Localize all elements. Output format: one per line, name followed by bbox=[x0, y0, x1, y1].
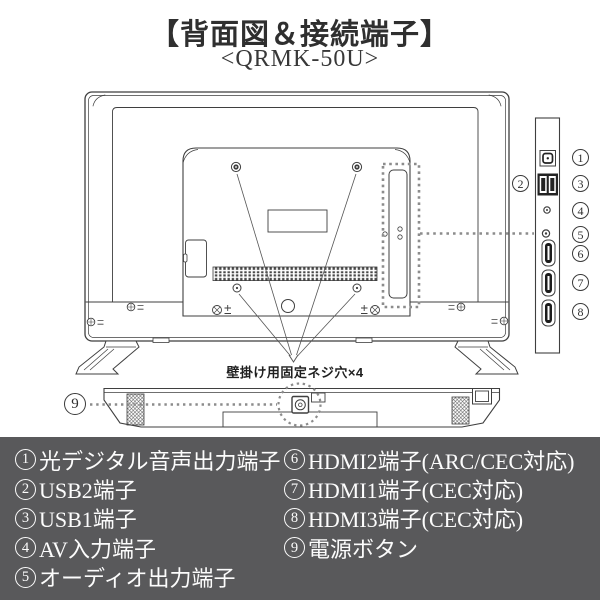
vent-grille bbox=[212, 266, 378, 282]
legend-item-power-button: 9 電源ボタン bbox=[284, 533, 574, 562]
legend-item-av-input: 4 AV入力端子 bbox=[15, 533, 281, 562]
callout-1: 1 bbox=[572, 149, 589, 166]
legend-text-3: USB1端子 bbox=[39, 507, 137, 533]
legend-num-1: 1 bbox=[15, 449, 36, 471]
legend-text-2: USB2端子 bbox=[39, 478, 137, 504]
callout-8: 8 bbox=[572, 303, 589, 320]
model-number: <QRMK-50U> bbox=[220, 46, 380, 72]
legend-column-left: 1 光デジタル音声出力端子 2 USB2端子 3 USB1端子 4 AV入力端子… bbox=[15, 437, 281, 592]
legend-text-8: HDMI3端子(CEC対応) bbox=[308, 507, 524, 533]
chassis-screws bbox=[86, 302, 509, 327]
side-panel-highlight-box bbox=[381, 162, 421, 309]
legend-num-8: 8 bbox=[284, 507, 305, 529]
legend-text-6: HDMI2端子(ARC/CEC対応) bbox=[308, 448, 575, 474]
tv-stand-left bbox=[75, 340, 140, 375]
legend-item-audio-out: 5 オーディオ出力端子 bbox=[15, 563, 281, 592]
hdmi-port-2-icon bbox=[541, 239, 556, 267]
legend-num-3: 3 bbox=[15, 507, 36, 529]
callout-2: 2 bbox=[512, 175, 529, 192]
bottom-grille-left bbox=[126, 393, 145, 426]
bottom-notch bbox=[472, 388, 492, 405]
legend-text-4: AV入力端子 bbox=[39, 536, 156, 562]
tv-rear-diagram bbox=[75, 91, 561, 428]
cable-hole bbox=[281, 299, 295, 313]
legend-num-2: 2 bbox=[15, 478, 36, 500]
legend-item-hdmi3: 8 HDMI3端子(CEC対応) bbox=[284, 504, 574, 533]
legend-item-hdmi2: 6 HDMI2端子(ARC/CEC対応) bbox=[284, 445, 574, 474]
legend-item-usb2: 2 USB2端子 bbox=[15, 474, 281, 503]
ac-cover-door bbox=[183, 239, 207, 278]
callout-7: 7 bbox=[572, 274, 589, 291]
callout-9: 9 bbox=[64, 393, 86, 415]
side-panel-view bbox=[534, 117, 561, 354]
legend-num-4: 4 bbox=[15, 537, 36, 559]
av-input-jack-icon bbox=[543, 206, 551, 214]
callout-3: 3 bbox=[572, 175, 589, 192]
connector-recess bbox=[382, 169, 408, 299]
power-button bbox=[291, 395, 310, 414]
legend-text-1: 光デジタル音声出力端子 bbox=[39, 448, 281, 474]
legend-item-hdmi1: 7 HDMI1端子(CEC対応) bbox=[284, 474, 574, 503]
legend-text-5: オーディオ出力端子 bbox=[39, 566, 236, 592]
callout-4: 4 bbox=[572, 202, 589, 219]
legend-num-5: 5 bbox=[15, 566, 36, 588]
legend-item-optical: 1 光デジタル音声出力端子 bbox=[15, 445, 281, 474]
hdmi-port-3-icon bbox=[541, 299, 556, 327]
power-button-highlight-circle bbox=[277, 382, 322, 427]
tv-stand-right bbox=[454, 340, 519, 375]
legend-num-6: 6 bbox=[284, 449, 305, 471]
wall-mount-note: 壁掛け用固定ネジ穴×4 bbox=[226, 365, 364, 380]
usb-ports-icon bbox=[537, 173, 558, 196]
legend-item-usb1: 3 USB1端子 bbox=[15, 504, 281, 533]
bottom-grille-right bbox=[451, 396, 470, 425]
bottom-sensor-window bbox=[311, 392, 326, 403]
callout-6: 6 bbox=[572, 245, 589, 262]
wall-mount-leader-lines bbox=[236, 173, 357, 363]
legend-text-7: HDMI1端子(CEC対応) bbox=[308, 478, 524, 504]
legend-text-9: 電源ボタン bbox=[308, 536, 419, 562]
optical-audio-port-icon bbox=[539, 150, 556, 167]
legend-num-9: 9 bbox=[284, 537, 305, 559]
rating-label-plate bbox=[267, 209, 328, 233]
tv-bottom-view bbox=[90, 382, 501, 428]
legend-column-right: 6 HDMI2端子(ARC/CEC対応) 7 HDMI1端子(CEC対応) 8 … bbox=[284, 437, 574, 563]
callout-5: 5 bbox=[572, 226, 589, 243]
audio-output-jack-icon bbox=[541, 229, 551, 238]
hdmi-port-1-icon bbox=[541, 269, 556, 297]
wall-mount-screw-holes bbox=[230, 161, 363, 293]
wall-mount-panel bbox=[86, 147, 509, 327]
legend-panel: 1 光デジタル音声出力端子 2 USB2端子 3 USB1端子 4 AV入力端子… bbox=[0, 437, 600, 600]
page-title: 【背面図＆接続端子】 bbox=[149, 19, 450, 51]
legend-num-7: 7 bbox=[284, 478, 305, 500]
